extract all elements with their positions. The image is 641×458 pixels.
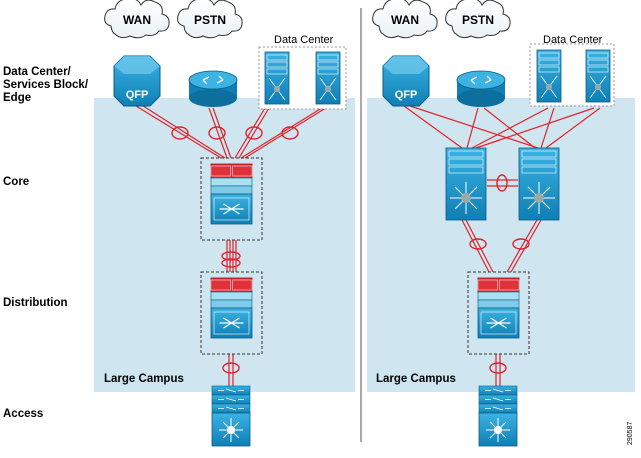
campus-label-left: Large Campus xyxy=(104,373,184,385)
distribution-switch-right xyxy=(477,277,520,339)
tier-label-distribution: Distribution xyxy=(3,297,68,309)
data-center-label-right: Data Center xyxy=(543,34,603,46)
left-etherchannel-rings xyxy=(171,126,299,374)
campus-label-right: Large Campus xyxy=(376,373,456,385)
left-campus-area xyxy=(94,98,355,392)
data-center-switch xyxy=(536,49,562,103)
right-links xyxy=(403,105,601,386)
access-switch-left xyxy=(211,385,251,447)
left-links xyxy=(135,103,330,386)
pstn-label-right: PSTN xyxy=(462,13,494,27)
qfp-router-right xyxy=(382,55,430,107)
right-campus-area xyxy=(367,98,635,392)
data-center-switch xyxy=(585,49,611,103)
router-right xyxy=(456,70,506,107)
pstn-cloud-left xyxy=(177,0,243,39)
core-switch-right-a xyxy=(445,147,487,221)
qfp-router-left xyxy=(113,55,161,107)
tier-label-edge-line-3: Edge xyxy=(3,92,32,104)
tier-label-access: Access xyxy=(3,408,44,420)
tier-label-edge: Data Center/ Services Block/ Edge xyxy=(3,66,88,105)
wan-cloud-right xyxy=(372,0,438,39)
left-core-box xyxy=(200,157,263,241)
data-center-switch xyxy=(264,51,290,105)
qfp-label-left: QFP xyxy=(126,89,149,101)
figure-id: 290587 xyxy=(627,422,634,445)
tier-label-core: Core xyxy=(3,176,30,188)
wan-label-left: WAN xyxy=(123,13,151,27)
core-switch-left xyxy=(210,163,253,225)
left-distribution-box xyxy=(200,271,263,355)
wan-label-right: WAN xyxy=(391,13,419,27)
router-left xyxy=(188,70,238,107)
right-distribution-box xyxy=(467,271,530,355)
wan-cloud-left xyxy=(104,0,170,39)
pstn-label-left: PSTN xyxy=(194,13,226,27)
qfp-label-right: QFP xyxy=(395,89,418,101)
tier-label-edge-line-1: Data Center/ xyxy=(3,66,71,78)
data-center-switch xyxy=(315,51,341,105)
core-switch-right-b xyxy=(518,147,560,221)
pstn-cloud-right xyxy=(445,0,511,39)
distribution-switch-left xyxy=(210,277,253,339)
access-switch-right xyxy=(478,385,518,447)
data-center-label-left: Data Center xyxy=(274,34,334,46)
tier-label-edge-line-2: Services Block/ xyxy=(3,79,89,91)
